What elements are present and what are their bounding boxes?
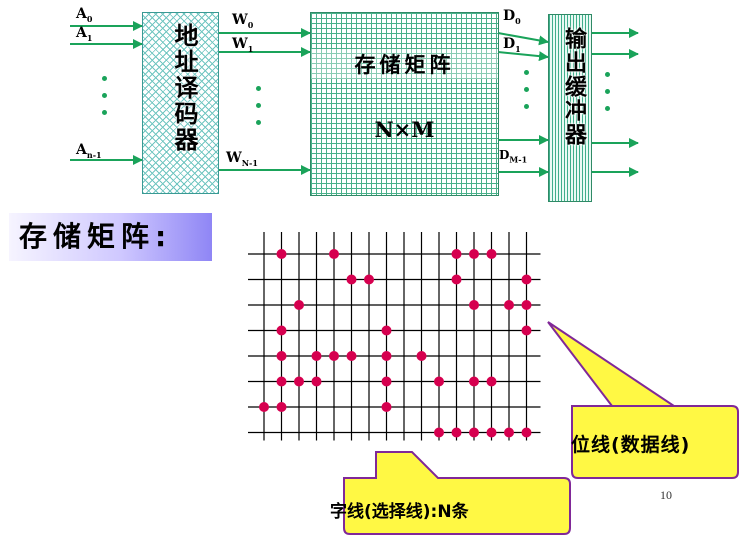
memory-cell-dot xyxy=(469,300,479,310)
matrix-title: 存储矩阵 xyxy=(311,49,498,79)
memory-cell-dot xyxy=(469,427,479,438)
a1-label: A1 xyxy=(76,25,93,43)
memory-cell-dot xyxy=(259,402,269,412)
memory-cell-dot xyxy=(521,427,532,438)
bit-line-callout-shape xyxy=(547,321,739,479)
memory-cell-dot xyxy=(311,351,322,361)
memory-cell-dot xyxy=(381,325,392,336)
memory-cell-dot xyxy=(364,274,374,285)
bit-line-label: 位线(数据线) xyxy=(571,434,691,456)
d0-label: D0 xyxy=(503,8,521,26)
memory-cell-dot xyxy=(521,274,532,285)
d1-arrow xyxy=(497,51,549,62)
d0-arrow xyxy=(497,32,549,46)
storage-matrix-grid xyxy=(248,232,541,441)
memory-cell-dot xyxy=(434,427,444,438)
memory-cell-dot xyxy=(294,376,304,387)
memory-matrix-block: 存储矩阵 N×M xyxy=(310,12,499,196)
memory-cell-dot xyxy=(276,351,287,361)
arrows-layer xyxy=(70,21,639,177)
memory-cell-dot xyxy=(416,351,427,361)
memory-cell-dot xyxy=(486,376,497,387)
memory-cell-dot xyxy=(521,325,532,336)
memory-cell-dot xyxy=(381,376,392,387)
memory-cell-dot xyxy=(434,376,444,387)
memory-cell-dot xyxy=(329,249,339,259)
w0-label: W0 xyxy=(232,12,254,30)
word-line-callout-shape xyxy=(343,451,571,535)
memory-cell-dot xyxy=(451,427,462,438)
word-line-label: 字线(选择线):N条 xyxy=(330,502,469,522)
memory-cell-dot xyxy=(346,351,357,361)
d1-label: D1 xyxy=(503,36,521,54)
memory-cell-dot xyxy=(451,249,462,259)
w1-label: W1 xyxy=(232,36,254,54)
address-decoder: 地址译码器 xyxy=(142,12,219,194)
memory-cell-dot xyxy=(451,274,462,285)
memory-cell-dot xyxy=(504,427,514,438)
a0-label: A0 xyxy=(76,6,93,24)
word-ellipsis xyxy=(256,86,262,137)
section-title: 存储矩阵: xyxy=(9,213,212,261)
memory-cell-dot xyxy=(486,427,497,438)
memory-cell-dot xyxy=(381,402,392,412)
memory-cell-dot xyxy=(346,274,357,285)
memory-cell-dot xyxy=(294,300,304,310)
output-ellipsis xyxy=(605,72,611,123)
memory-cell-dot xyxy=(486,249,497,259)
memory-cell-dot xyxy=(469,249,479,259)
decoder-label: 地址译码器 xyxy=(170,23,198,153)
an-label: An-1 xyxy=(76,142,102,160)
dm-label: DM-1 xyxy=(499,148,528,165)
memory-cell-dot xyxy=(469,376,479,387)
section-title-text: 存储矩阵: xyxy=(19,220,173,253)
address-ellipsis xyxy=(102,76,108,127)
memory-cell-dot xyxy=(276,376,287,387)
memory-cell-dot xyxy=(521,300,532,310)
data-ellipsis xyxy=(524,70,530,121)
memory-cell-dot xyxy=(311,376,322,387)
memory-cell-dot xyxy=(276,325,287,336)
wn-label: WN-1 xyxy=(226,150,258,168)
memory-cell-dot xyxy=(381,351,392,361)
page-number: 10 xyxy=(660,488,672,502)
memory-cell-dot xyxy=(504,300,514,310)
buffer-label: 输出缓冲器 xyxy=(561,27,586,147)
memory-cell-dot xyxy=(329,351,339,361)
matrix-size: N×M xyxy=(374,117,435,142)
memory-cell-dot xyxy=(276,402,287,412)
memory-cell-dot xyxy=(276,249,287,259)
output-buffer: 输出缓冲器 xyxy=(548,14,592,202)
